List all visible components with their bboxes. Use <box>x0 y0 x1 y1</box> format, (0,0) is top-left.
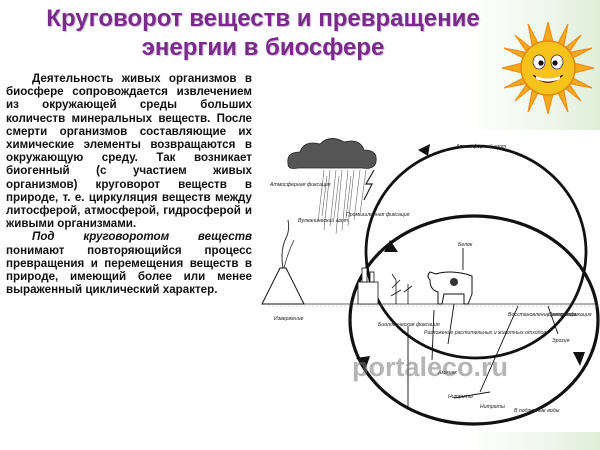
label-atm-fixation: Атмосферная фиксация <box>269 182 331 188</box>
paragraph-2: Под круговоротом веществ понимают повтор… <box>6 230 252 296</box>
label-eruption: Извержение <box>274 316 304 322</box>
cloud-icon <box>287 138 377 169</box>
watermark: portaleco.ru <box>352 352 509 382</box>
paragraph-1: Деятельность живых организмов в биосфере… <box>6 72 252 231</box>
label-denitrification: Денитрификация <box>547 312 592 318</box>
label-nitrates: Нитраты <box>480 404 505 410</box>
slide-title: Круговорот веществ и превращение энергии… <box>18 4 508 62</box>
rain-icon <box>317 169 367 235</box>
nitrogen-cycle-diagram: Атмосферный азот Атмосферная фиксация Ву… <box>258 130 600 432</box>
label-volcanic: Вулканический азот <box>298 217 349 224</box>
body-text: Деятельность живых организмов в биосфере… <box>6 72 252 296</box>
title-line-1: Круговорот веществ и превращение <box>46 5 480 32</box>
cow-icon <box>427 271 473 305</box>
label-atm-nitrogen: Атмосферный азот <box>455 143 507 150</box>
plant-icon <box>390 273 413 304</box>
label-protein: Белок <box>458 242 473 248</box>
label-nitrites: Нитриты <box>448 394 473 400</box>
paragraph-2-rest: понимают повторяющийся процесс превращен… <box>6 243 252 297</box>
factory-icon <box>357 267 379 305</box>
label-ammonia: Аммиак <box>437 370 457 376</box>
label-bio-fixation: Биологическая фиксация <box>378 322 440 328</box>
lightning-icon <box>363 169 375 201</box>
paragraph-2-term: Под круговоротом веществ <box>32 230 252 244</box>
label-restored-nitrates: Восстановление нитратов <box>508 312 577 318</box>
label-groundwater: В подземные воды <box>514 408 560 414</box>
sun-icon <box>501 21 595 115</box>
label-industrial: Промышленная фиксация <box>346 212 410 218</box>
label-decomposition: Разложение растительных и животных отход… <box>424 330 546 336</box>
volcano-icon <box>261 219 305 305</box>
title-line-2: энергии в биосфере <box>141 34 385 61</box>
label-erosion: Эрозия <box>552 338 570 344</box>
